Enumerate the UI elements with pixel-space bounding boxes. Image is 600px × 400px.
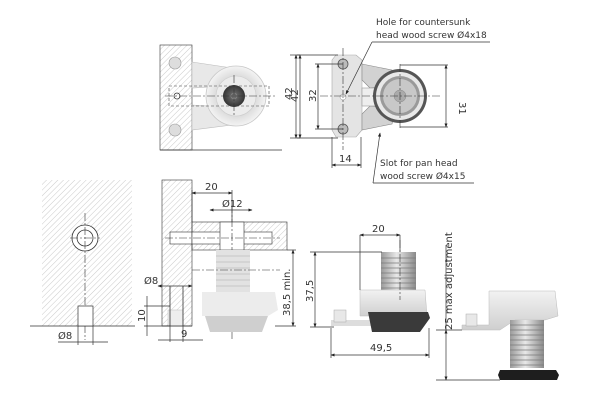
product-extended-view: 25 max adjustment [436, 232, 559, 381]
dim-49-5: 49,5 [370, 343, 392, 354]
screw-head-bottom [168, 123, 182, 137]
stud-threads [381, 257, 416, 289]
dim-31: 31 [456, 102, 467, 115]
ext-threaded-stud [510, 320, 544, 368]
dim-o12: Ø12 [222, 198, 243, 210]
note-countersunk-line2: head wood screw Ø4x18 [376, 30, 487, 41]
dim-32: 32 [308, 89, 319, 102]
note-slot-line2: wood screw Ø4x15 [380, 171, 465, 182]
foot-body [202, 292, 278, 316]
dim-9: 9 [181, 329, 187, 340]
front-view-panel: Ø8 [30, 180, 135, 345]
panel-front [42, 180, 132, 326]
dim-38-5-min: 38,5 min. [282, 269, 293, 316]
product-anchor-pin [333, 309, 347, 323]
ext-rubber-pad [498, 370, 559, 380]
dim-42-left: 42 [284, 87, 295, 100]
side-section-mounted: 20 Ø12 38,5 min. Ø8 10 9 [137, 179, 296, 342]
thread-lines [216, 255, 250, 287]
top-view-part: 42 32 31 14 Hole for countersunk head wo… [290, 18, 490, 184]
dim-25-max-adjustment: 25 max adjustment [444, 232, 455, 330]
dim-20-product: 20 [372, 224, 385, 235]
ext-stud-threads [510, 324, 544, 366]
top-view-mounted: 42 [159, 44, 300, 151]
note-leader [345, 41, 373, 95]
dim-o8-side: Ø8 [144, 275, 158, 287]
foot-base-pad [205, 316, 268, 332]
product-rubber-pad [368, 312, 430, 332]
dim-42-right: 42 [290, 89, 301, 102]
dim-10: 10 [137, 309, 148, 322]
product-view: 20 37,5 49,5 [305, 224, 430, 358]
mounting-plate [331, 54, 363, 138]
panel-side [161, 179, 193, 327]
note-leader [372, 132, 382, 184]
dim-o8-front: Ø8 [58, 330, 72, 342]
dim-20-side: 20 [205, 182, 218, 193]
note-countersunk-line1: Hole for countersunk [376, 18, 471, 28]
dim-37-5: 37,5 [305, 280, 316, 302]
ext-anchor-pin [465, 313, 478, 327]
pin-bore [77, 305, 94, 327]
dim-14: 14 [339, 154, 352, 165]
note-slot-line1: Slot for pan head [380, 159, 458, 169]
threaded-stem [216, 250, 250, 292]
screw-head-top [168, 56, 182, 70]
